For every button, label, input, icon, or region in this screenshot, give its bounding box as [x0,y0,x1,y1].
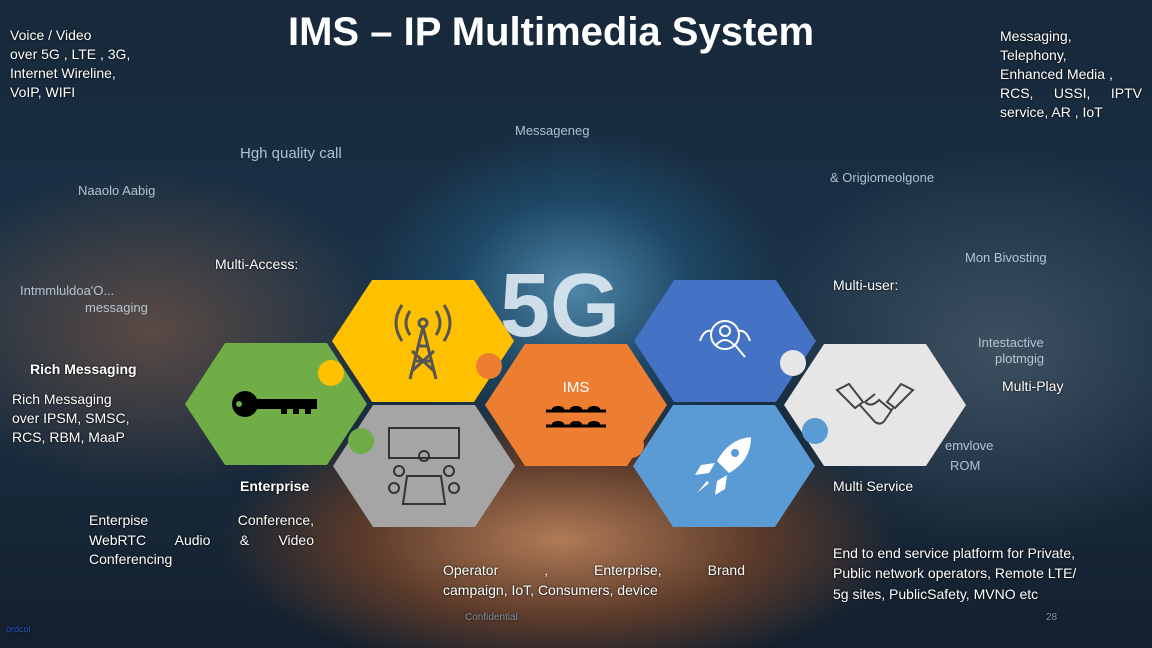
puzzle-knob [618,432,644,458]
hex-tower [332,280,514,402]
bg-label: Intestactive [978,335,1044,350]
hex-user-search [634,280,816,402]
hex-conference [333,405,515,527]
bg-label: Mon Bivosting [965,250,1047,265]
puzzle-knob [476,353,502,379]
bg-label: ROM [950,458,981,473]
multi-access-label: Multi-Access: [215,256,299,272]
top-right-text: Messaging,Telephony,Enhanced Media ,RCS,… [1000,28,1142,120]
conference-icon [388,427,460,505]
hex-ims: IMS [485,344,667,466]
footer-confidential: Confidential [465,612,518,623]
multi-service-text: End to end service platform for Private,… [833,545,1077,602]
puzzle-knob [802,418,828,444]
hex-handshake [784,344,966,466]
enterprise-heading: Enterprise [240,478,310,494]
background-5g: 5G [500,256,621,356]
user-search-icon [699,320,751,358]
bg-label: Messageneg [515,123,590,138]
bg-label: Naaolo Aabig [78,183,156,198]
cell-tower-icon [394,304,452,380]
multi-service-heading: Multi Service [833,478,914,494]
enterprise-text: Enterpise Conference,WebRTC Audio & Vide… [89,512,314,568]
rich-messaging-heading: Rich Messaging [30,361,137,377]
page-title: IMS – IP Multimedia System [288,10,815,54]
puzzle-knob [318,360,344,386]
bg-label: messaging [85,300,148,315]
hex-rocket [633,405,815,527]
bg-label: Hgh quality call [240,145,342,162]
bg-label: emvlove [945,438,994,453]
hex-key [185,343,367,465]
multi-user-label: Multi-user: [833,277,899,293]
rocket-icon [695,437,751,495]
bg-label: Intmmluldoa'O... [20,283,115,298]
puzzle-knob [348,428,374,454]
ims-label: IMS [562,378,590,396]
page-number: 28 [1046,612,1058,623]
bg-label: plotmgig [995,351,1045,366]
bg-label: & Origiomeolgone [830,170,935,185]
handshake-icon [835,382,915,425]
puzzle-knob [780,350,806,376]
multi-play-label: Multi-Play [1002,378,1064,394]
logo: ordcol [6,624,31,634]
network-icon [546,405,606,427]
key-icon [232,391,317,417]
